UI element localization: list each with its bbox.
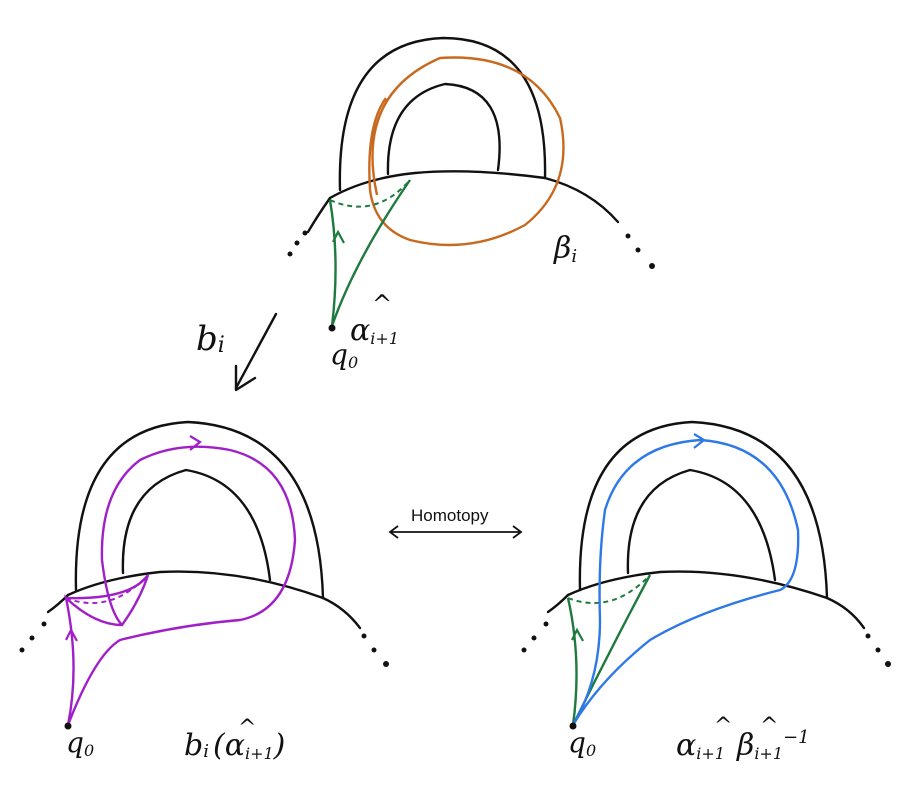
beta-label: βi xyxy=(553,231,577,267)
alpha-path-right xyxy=(330,179,411,327)
map-arrow-head xyxy=(234,364,257,392)
right-outer-arch xyxy=(578,420,829,600)
alpha-label: αi+1 xyxy=(350,313,399,348)
map-arrow-shaft xyxy=(234,312,278,390)
right-beta-arrowhead xyxy=(693,433,706,449)
image-path-dashed xyxy=(65,574,149,605)
alpha-arrowhead xyxy=(332,229,345,244)
left-ellipsis-right xyxy=(361,633,389,667)
right-basepoint-label: q0 xyxy=(568,726,596,760)
top-basepoint-dot xyxy=(328,324,336,332)
right-inner-arch xyxy=(626,468,777,582)
left-expression-hat: ^ xyxy=(238,716,256,741)
top-surface-right xyxy=(543,176,620,224)
right-surface-far-left xyxy=(546,593,570,614)
right-ellipsis-left xyxy=(521,621,549,653)
top-ellipsis-right xyxy=(625,233,655,269)
top-surface-left xyxy=(328,170,547,200)
image-arrowhead-left xyxy=(65,627,78,642)
beta-curve xyxy=(368,56,565,247)
top-basepoint-label: q0 xyxy=(330,338,358,372)
image-path-loop xyxy=(66,445,297,726)
top-ellipsis-left xyxy=(287,230,308,257)
top-outer-arch xyxy=(338,36,547,192)
left-basepoint-dot xyxy=(64,722,72,730)
image-path xyxy=(64,574,150,726)
left-surface-right xyxy=(321,596,362,630)
right-alpha-hat: ^ xyxy=(714,714,732,739)
top-surface-far-left xyxy=(306,196,332,234)
right-beta-loop xyxy=(571,438,800,726)
homotopy-label: Homotopy xyxy=(411,506,489,525)
left-panel: q0 bi(αi+1) ^ xyxy=(19,420,389,763)
alpha-path-left xyxy=(328,199,337,327)
right-surface-right xyxy=(825,596,866,630)
left-surface xyxy=(66,570,325,600)
right-surface xyxy=(566,570,829,600)
image-arrowhead-top xyxy=(189,435,202,451)
homotopy-arrow: Homotopy xyxy=(388,506,523,539)
map-arrow: bi xyxy=(196,312,278,392)
left-surface-far-left xyxy=(46,593,70,614)
right-beta-hat: ^ xyxy=(760,714,778,739)
homotopy-head-left xyxy=(388,525,399,539)
homotopy-head-right xyxy=(512,525,523,539)
alpha-path-dashed xyxy=(329,179,411,208)
right-basepoint-dot xyxy=(569,722,577,730)
right-ellipsis-right xyxy=(865,633,891,667)
left-outer-arch xyxy=(74,420,325,600)
right-alpha-dashed xyxy=(567,574,651,605)
top-panel: βi ^ αi+1 q0 xyxy=(287,36,655,372)
alpha-hat: ^ xyxy=(372,290,392,318)
map-arrow-label: bi xyxy=(196,319,225,359)
left-ellipsis-left xyxy=(19,621,47,653)
left-basepoint-label: q0 xyxy=(66,726,94,760)
right-alpha-left xyxy=(566,597,578,726)
left-inner-arch xyxy=(121,468,272,582)
left-expression: bi(αi+1) xyxy=(184,728,285,763)
top-inner-arch xyxy=(386,82,501,176)
right-alpha-arrowhead xyxy=(571,627,584,642)
